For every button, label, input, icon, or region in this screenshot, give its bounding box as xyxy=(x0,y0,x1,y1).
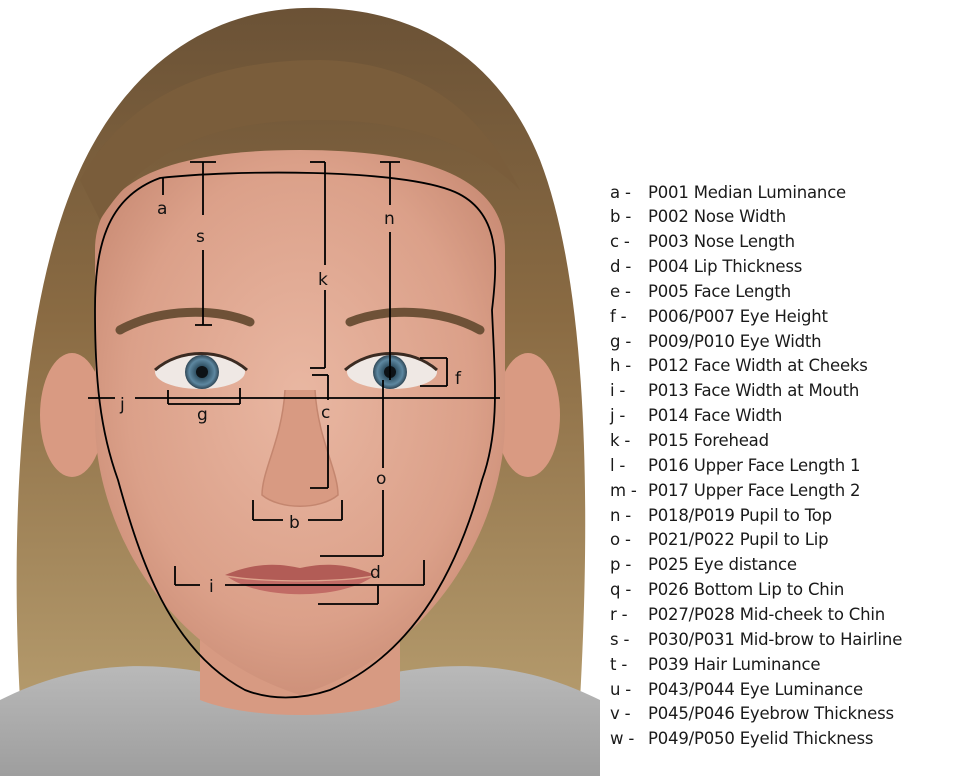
legend-item: u -P043/P044 Eye Luminance xyxy=(610,677,863,701)
legend-letter: c - xyxy=(610,232,648,251)
legend-letter: a - xyxy=(610,183,648,202)
legend-letter: k - xyxy=(610,431,648,450)
legend-text: P043/P044 Eye Luminance xyxy=(648,680,863,699)
marker-k: k xyxy=(318,270,328,290)
legend-letter: s - xyxy=(610,630,648,649)
legend-letter: v - xyxy=(610,704,648,723)
legend-letter: q - xyxy=(610,580,648,599)
left-ear xyxy=(40,353,104,477)
legend-text: P021/P022 Pupil to Lip xyxy=(648,530,828,549)
marker-i: i xyxy=(209,577,214,597)
legend-item: g -P009/P010 Eye Width xyxy=(610,329,821,353)
legend-letter: r - xyxy=(610,605,648,624)
legend-text: P025 Eye distance xyxy=(648,555,797,574)
legend-letter: g - xyxy=(610,332,648,351)
legend-item: i -P013 Face Width at Mouth xyxy=(610,379,859,403)
legend-text: P012 Face Width at Cheeks xyxy=(648,356,868,375)
legend-text: P017 Upper Face Length 2 xyxy=(648,481,860,500)
legend-text: P003 Nose Length xyxy=(648,232,795,251)
legend-item: w -P049/P050 Eyelid Thickness xyxy=(610,727,873,751)
legend-text: P009/P010 Eye Width xyxy=(648,332,821,351)
legend-text: P015 Forehead xyxy=(648,431,769,450)
legend-item: m -P017 Upper Face Length 2 xyxy=(610,478,860,502)
marker-o: o xyxy=(376,469,386,489)
legend-letter: n - xyxy=(610,506,648,525)
marker-c: c xyxy=(321,403,330,423)
legend-letter: h - xyxy=(610,356,648,375)
legend-item: c -P003 Nose Length xyxy=(610,230,795,254)
legend-item: b -P002 Nose Width xyxy=(610,205,786,229)
legend-letter: j - xyxy=(610,406,648,425)
legend-item: a -P001 Median Luminance xyxy=(610,180,846,204)
marker-g: g xyxy=(197,405,208,425)
legend-text: P002 Nose Width xyxy=(648,207,786,226)
legend-item: p -P025 Eye distance xyxy=(610,553,797,577)
legend-item: k -P015 Forehead xyxy=(610,429,769,453)
legend-item: l -P016 Upper Face Length 1 xyxy=(610,453,860,477)
legend-text: P039 Hair Luminance xyxy=(648,655,820,674)
legend-text: P027/P028 Mid-cheek to Chin xyxy=(648,605,885,624)
legend-text: P030/P031 Mid-brow to Hairline xyxy=(648,630,902,649)
legend-letter: p - xyxy=(610,555,648,574)
legend-text: P045/P046 Eyebrow Thickness xyxy=(648,704,894,723)
legend-letter: f - xyxy=(610,307,648,326)
legend-item: f -P006/P007 Eye Height xyxy=(610,304,828,328)
legend-text: P026 Bottom Lip to Chin xyxy=(648,580,844,599)
marker-a: a xyxy=(157,199,167,219)
legend-letter: e - xyxy=(610,282,648,301)
legend-text: P004 Lip Thickness xyxy=(648,257,802,276)
legend-item: h -P012 Face Width at Cheeks xyxy=(610,354,868,378)
legend-letter: t - xyxy=(610,655,648,674)
legend-letter: d - xyxy=(610,257,648,276)
legend-text: P016 Upper Face Length 1 xyxy=(648,456,860,475)
legend-letter: b - xyxy=(610,207,648,226)
legend-item: j -P014 Face Width xyxy=(610,404,782,428)
legend-letter: m - xyxy=(610,481,648,500)
legend-letter: o - xyxy=(610,530,648,549)
legend-letter: u - xyxy=(610,680,648,699)
marker-n: n xyxy=(384,209,395,229)
marker-d: d xyxy=(370,563,381,583)
marker-s: s xyxy=(196,227,205,247)
legend-item: n -P018/P019 Pupil to Top xyxy=(610,503,832,527)
face-portrait: a s k n j g c f o b d i xyxy=(0,0,600,776)
legend-letter: i - xyxy=(610,381,648,400)
legend-item: e -P005 Face Length xyxy=(610,279,791,303)
legend-item: d -P004 Lip Thickness xyxy=(610,255,802,279)
legend-letter: w - xyxy=(610,729,648,748)
legend-item: s -P030/P031 Mid-brow to Hairline xyxy=(610,627,902,651)
legend-text: P018/P019 Pupil to Top xyxy=(648,506,832,525)
legend-item: r -P027/P028 Mid-cheek to Chin xyxy=(610,602,885,626)
right-ear xyxy=(496,353,560,477)
legend-text: P005 Face Length xyxy=(648,282,791,301)
legend-item: q -P026 Bottom Lip to Chin xyxy=(610,578,844,602)
legend-text: P001 Median Luminance xyxy=(648,183,846,202)
marker-f: f xyxy=(455,369,462,389)
legend-item: v -P045/P046 Eyebrow Thickness xyxy=(610,702,894,726)
marker-j: j xyxy=(119,395,125,415)
marker-b: b xyxy=(289,513,300,533)
legend-text: P014 Face Width xyxy=(648,406,782,425)
legend-text: P006/P007 Eye Height xyxy=(648,307,828,326)
legend-text: P049/P050 Eyelid Thickness xyxy=(648,729,873,748)
legend-letter: l - xyxy=(610,456,648,475)
legend-item: t -P039 Hair Luminance xyxy=(610,652,820,676)
legend-text: P013 Face Width at Mouth xyxy=(648,381,859,400)
legend-item: o -P021/P022 Pupil to Lip xyxy=(610,528,828,552)
